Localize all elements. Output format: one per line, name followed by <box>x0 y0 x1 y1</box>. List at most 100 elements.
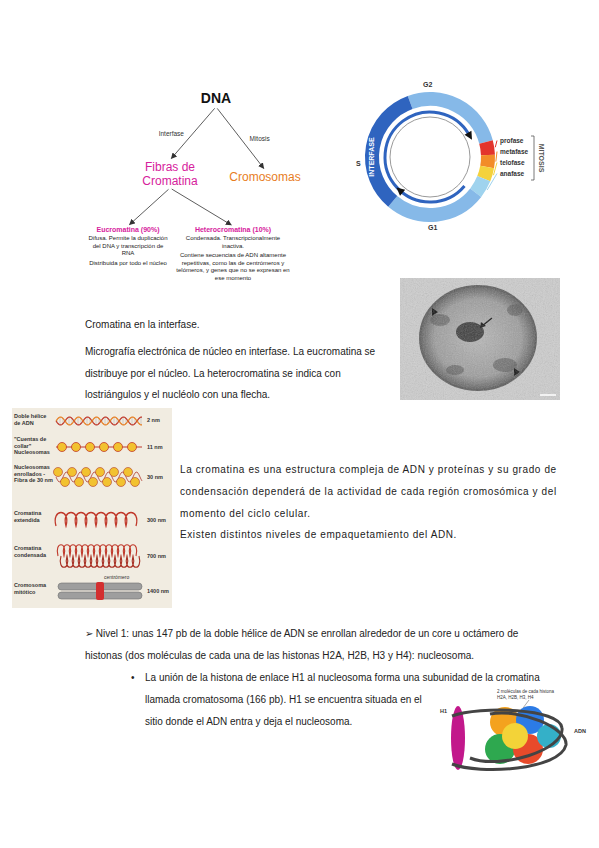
level-label: Doble hélice de ADN <box>14 413 54 426</box>
root-node: DNA <box>196 90 236 107</box>
fiber-nucleosome <box>89 478 98 487</box>
helix-rung <box>105 417 106 425</box>
nucleosome-illustration-circle <box>502 723 528 749</box>
helix-rung <box>132 417 133 425</box>
phase-leader-line <box>495 141 497 148</box>
fiber-nucleosome <box>61 478 70 487</box>
fiber-nucleosome <box>110 468 119 477</box>
level-label: Cromatina condensada <box>14 545 54 558</box>
dimension-label: 1400 nm <box>147 588 169 595</box>
chromatin-packing-figure-rect <box>12 408 172 608</box>
cycle-phase-segment <box>486 142 488 155</box>
cycle-phase-segment <box>484 167 487 179</box>
node-body: Distribuida por todo el núcleo <box>86 260 170 268</box>
dna-strand <box>56 417 142 425</box>
chromatin-packing-figure <box>12 408 172 608</box>
helix-rung <box>87 417 88 425</box>
node-body: Condensada. Transcripcionalmente inactiv… <box>174 235 292 250</box>
cycle-arrowhead <box>396 188 405 196</box>
bullet-text: ➢ Nivel 1: unas 147 pb de la doble hélic… <box>85 623 547 667</box>
branch-node: Cromosomas <box>226 170 304 184</box>
phase-label: G1 <box>428 224 437 232</box>
bullet-marker: • <box>131 667 135 689</box>
fiber-nucleosome <box>124 468 133 477</box>
leaf-node: Heterocromatina (10%)Condensada. Transcr… <box>174 226 292 282</box>
electron-micrograph-rect <box>400 278 560 400</box>
mitosis-bracket <box>531 136 534 180</box>
dimension-label: 2 nm <box>147 417 160 424</box>
helix-rung <box>141 417 142 425</box>
cycle-phase-segment <box>372 103 410 202</box>
leaf-node: Eucromatina (90%)Difusa. Permite la dupl… <box>86 226 170 267</box>
level-label: "Cuentas de collar" Nucleosomas <box>14 436 54 456</box>
node-body: Difusa. Permite la duplicación del DNA y… <box>86 235 170 258</box>
fiber-nucleosome <box>103 478 112 487</box>
phase-label: G2 <box>423 81 432 89</box>
phase-leader-line <box>493 163 497 176</box>
tree-connector <box>172 189 232 225</box>
cycle-phase-segment <box>410 99 486 142</box>
figure-callout: ADN <box>574 728 586 735</box>
condensed-loops <box>60 556 139 567</box>
electron-micrograph-line <box>540 394 556 396</box>
fiber-nucleosome <box>54 468 63 477</box>
fiber-nucleosome <box>96 468 105 477</box>
nucleosome-bead <box>128 443 137 452</box>
helix-rung <box>78 417 79 425</box>
fiber-nucleosome <box>68 468 77 477</box>
cycle-phase-segment <box>480 155 495 167</box>
paragraph-text: La cromatina es una estructura compleja … <box>180 459 592 525</box>
mitosis-label: MITOSIS <box>537 144 545 173</box>
node-heading: DNA <box>196 90 236 107</box>
helix-rung <box>96 417 97 425</box>
edge-label: Interfase <box>158 130 185 138</box>
nucleosome-illustration-path <box>452 713 566 770</box>
tree-connector <box>129 189 168 224</box>
phase-leader-line <box>496 152 497 162</box>
nucleosome-illustration-path <box>452 710 562 761</box>
nucleosome-bead <box>100 443 109 452</box>
helix-rung <box>60 417 61 425</box>
fiber-nucleosome <box>131 478 140 487</box>
fiber-nucleosome <box>117 478 126 487</box>
helix-rung <box>69 417 70 425</box>
dimension-label: 30 nm <box>147 474 163 481</box>
phase-leader-line <box>487 174 497 191</box>
nucleosome-illustration-line <box>523 700 529 708</box>
dna-strand <box>56 417 142 425</box>
paragraph-text: Existen distintos niveles de empaquetami… <box>180 526 592 544</box>
fiber-nucleosome <box>75 478 84 487</box>
helix-rung <box>114 417 115 425</box>
chromatin-packing-figure-rect <box>96 582 104 600</box>
mitosis-phase-label: anafase <box>500 170 524 178</box>
fiber-nucleosome <box>82 468 91 477</box>
level-label: Cromosoma mitótico <box>14 582 54 595</box>
cycle-arrowhead <box>465 131 472 140</box>
dimension-label: 700 nm <box>147 553 166 560</box>
caption-text: Micrografía electrónica de núcleo en int… <box>85 341 397 406</box>
figure-callout: H1 <box>440 708 447 715</box>
nucleosome-illustration-circle <box>537 724 561 748</box>
figure-callout: 2 moléculas de cada histona H2A, H2B, H3… <box>497 689 563 700</box>
interphase-inner-arc <box>385 112 469 202</box>
phase-label: S <box>356 160 361 168</box>
helix-rung <box>123 417 124 425</box>
level-label: Nucleosomas enrollados - Fibra de 30 nm <box>14 464 54 484</box>
nucleosome-bead <box>72 443 81 452</box>
mitosis-phase-label: metafase <box>500 148 528 156</box>
mitosis-phase-label: profase <box>500 137 523 145</box>
cycle-phase-segment <box>476 179 484 193</box>
electron-micrograph-rect <box>400 278 560 400</box>
level-label: Cromatina extendida <box>14 510 54 523</box>
nucleosome-bead <box>114 443 123 452</box>
nucleosome-bead <box>58 443 67 452</box>
electron-micrograph <box>400 278 560 400</box>
nucleosome-bead <box>86 443 95 452</box>
mitosis-phase-label: telofase <box>500 159 525 167</box>
node-heading: Fibras de Cromatina <box>130 160 210 188</box>
cell-cycle-diagram <box>372 99 497 215</box>
edge-label: Mitosis <box>249 135 271 143</box>
nucleosome-illustration <box>451 700 566 770</box>
phase-label: INTERFASE <box>368 137 376 176</box>
dimension-label: 11 nm <box>147 444 163 451</box>
